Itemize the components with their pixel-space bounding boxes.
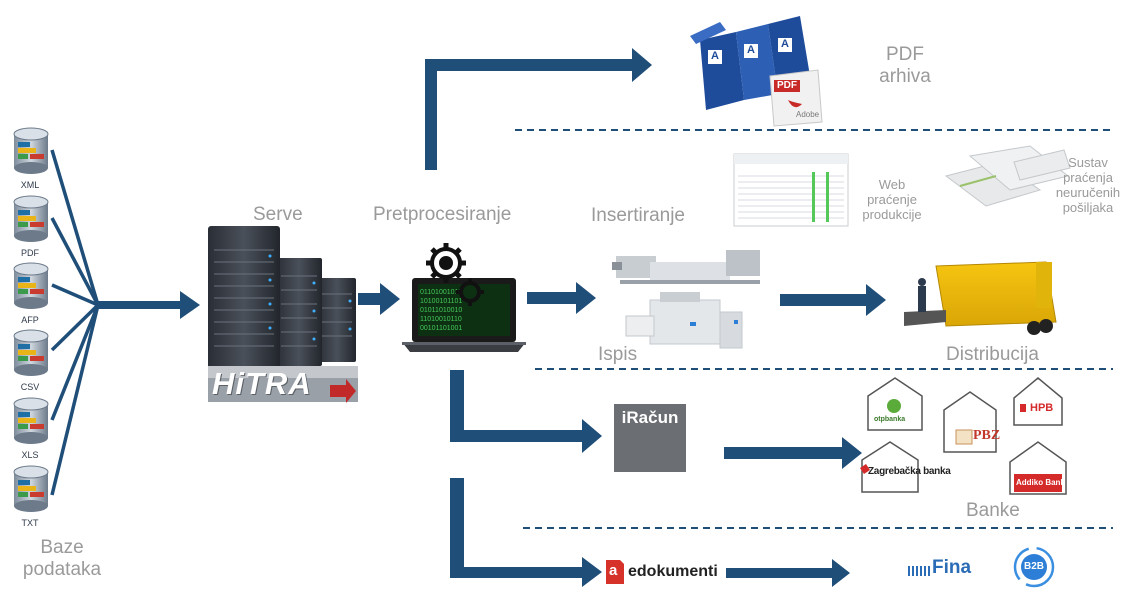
pdf-doc-badge: PDF (777, 80, 797, 91)
binder-letter-2: A (747, 44, 755, 56)
source-label-afp: AFP (21, 315, 39, 325)
pdf-doc-brand: Adobe (796, 110, 820, 119)
svg-text:11010010110: 11010010110 (420, 316, 462, 323)
svg-text:01101001011: 01101001011 (420, 289, 462, 296)
database-icon (13, 127, 49, 174)
mail-tracking-line1: Sustav (1068, 155, 1108, 170)
sources-caption-line1: Baze (40, 537, 84, 558)
web-tracking-line2: praćenje (867, 192, 917, 207)
svg-text:00101101001: 00101101001 (420, 325, 462, 332)
database-icon (13, 465, 49, 512)
stage-label-serve: Serve (253, 204, 303, 225)
arrow-insertion-to-distribution (780, 284, 886, 316)
source-label-pdf: PDF (21, 248, 39, 258)
web-tracking-screenshot (733, 153, 849, 227)
hitra-logo (208, 366, 358, 403)
stage-label-print: Ispis (598, 344, 638, 365)
gears-icon (426, 243, 484, 306)
pdf-archive-label-line2: arhiva (879, 66, 931, 87)
arrow-to-pdf-archive (425, 48, 652, 170)
binder-letter-3: A (781, 38, 789, 50)
banks-caption: Banke (966, 500, 1020, 521)
bank-name-hpb: HPB (1030, 402, 1054, 414)
arrow-sources-to-server (98, 291, 200, 319)
bank-logo-marks (860, 399, 1062, 492)
mail-tracking-line3: neuručenih (1055, 185, 1121, 200)
bank-name-addiko: Addiko Bank (1016, 478, 1065, 487)
svg-text:01011010010: 01011010010 (420, 307, 462, 314)
source-label-txt: TXT (21, 518, 39, 528)
bank-name-pbz: PBZ (973, 428, 1001, 443)
laptop-icon: 01101001011 10100101101 01011010010 110100… (402, 278, 526, 352)
database-icon (13, 262, 49, 309)
database-icon (13, 195, 49, 242)
edokumenti-glyph: a (609, 562, 618, 579)
fina-label: Fina (932, 557, 972, 578)
pdf-archive-label-line1: PDF (886, 44, 924, 65)
digital-printer-icon (625, 292, 743, 349)
database-icons (13, 127, 49, 512)
web-tracking-label: Web praćenje produkcije (852, 177, 932, 222)
mail-tracking-label: Sustav praćenja neuručenih pošiljaka (1048, 155, 1128, 215)
svg-text:10100101101: 10100101101 (420, 298, 462, 305)
arrow-iracun-to-banks (724, 437, 862, 469)
source-fan-lines (50, 149, 100, 496)
arrow-server-to-preprocessing (358, 283, 400, 315)
bank-name-zaba: Zagrebačka banka (868, 466, 951, 477)
hitra-logo-text: HiTRA (212, 366, 312, 401)
arrow-to-iracun (450, 370, 602, 453)
stage-label-distribution: Distribucija (946, 344, 1039, 365)
bank-name-otp: otpbanka (874, 416, 906, 423)
arrow-to-edokumenti (450, 478, 602, 587)
dashed-separators (515, 129, 1113, 529)
envelopes-icon (944, 145, 1071, 207)
mail-tracking-line4: pošiljaka (1062, 200, 1114, 215)
stage-label-preprocessing: Pretprocesiranje (373, 204, 512, 225)
iracun-label: iRačun (621, 408, 679, 427)
pdf-archive-label: PDF arhiva (872, 44, 938, 88)
b2b-label: B2B (1023, 561, 1044, 572)
flow-arrows (98, 48, 886, 587)
edokumenti-label: edokumenti (628, 563, 718, 580)
arrow-preprocessing-to-insertion (527, 282, 596, 314)
arrow-edokumenti-to-fina (726, 559, 850, 587)
database-icon (13, 329, 49, 376)
edokumenti-logo (604, 560, 724, 584)
web-tracking-line3: produkcije (862, 207, 922, 222)
stage-label-insertion: Insertiranje (591, 205, 685, 226)
iracun-box (614, 404, 686, 472)
web-tracking-line1: Web (878, 177, 906, 192)
source-label-csv: CSV (20, 382, 40, 392)
source-label-xls: XLS (21, 450, 39, 460)
sources-caption: Baze podataka (22, 537, 102, 581)
sources-caption-line2: podataka (22, 559, 102, 580)
database-icon (13, 397, 49, 444)
source-label-xml: XML (20, 180, 40, 190)
fina-logo (908, 566, 930, 576)
insertion-machine-icon (612, 250, 760, 284)
pdf-archive-binders-icon (690, 16, 823, 127)
binder-letter-1: A (711, 50, 719, 62)
delivery-truck-icon (904, 261, 1057, 335)
source-list: XML PDF AFP CSV XLS TXT (10, 0, 52, 540)
b2b-badge (1013, 546, 1055, 588)
mail-tracking-line2: praćenja (1063, 170, 1113, 185)
server-rack-icon (208, 226, 356, 370)
